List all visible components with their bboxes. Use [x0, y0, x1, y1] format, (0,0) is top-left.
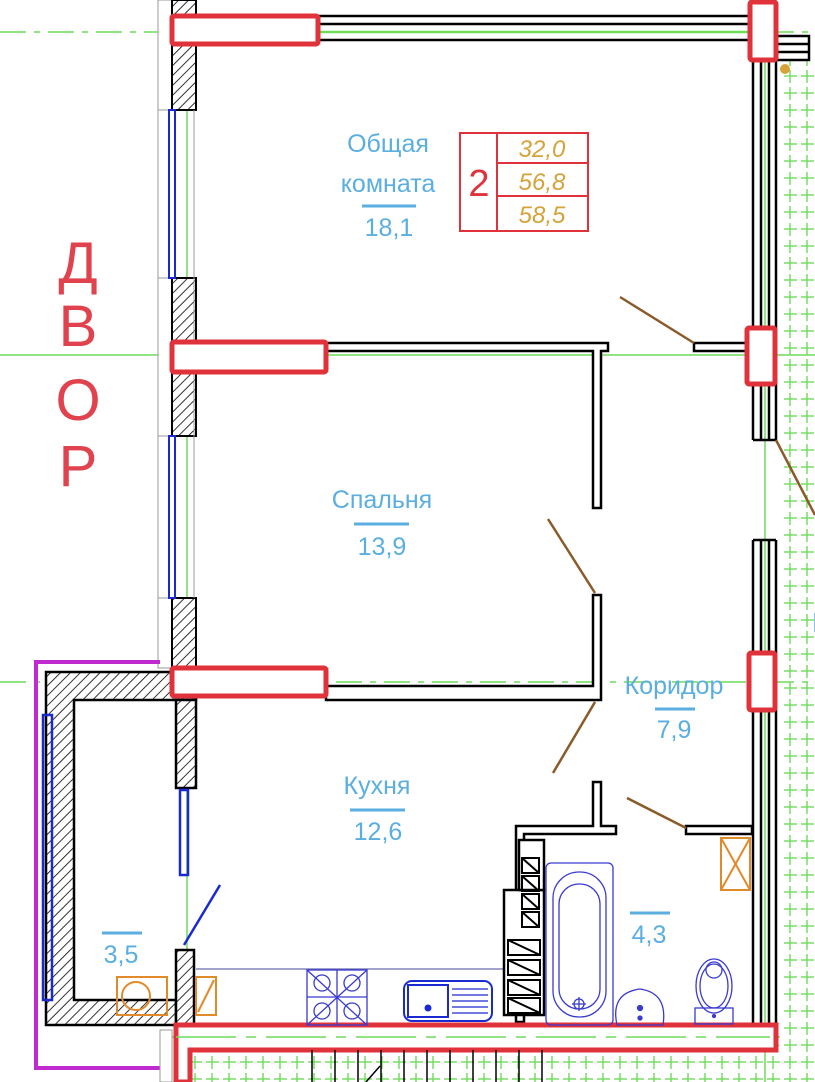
- room-area: 12,6: [354, 818, 403, 846]
- living-area-value: 32,0: [519, 136, 566, 163]
- room-living: Общая комната 18,1: [341, 130, 436, 242]
- door-swings: [546, 295, 695, 830]
- room-bedroom: Спальня 13,9: [332, 486, 432, 561]
- room-name-line2: комната: [341, 170, 436, 198]
- riser-marker: [780, 64, 790, 74]
- balcony-door-swing: [182, 884, 222, 946]
- edge-label: К: [812, 607, 815, 638]
- kitchen-counter: [196, 838, 546, 1026]
- top-wall: [318, 14, 811, 62]
- room-area: 4,3: [632, 921, 667, 949]
- rooms-count: 2: [468, 163, 489, 205]
- interior-walls: [324, 341, 754, 1024]
- room-bathroom: 4,3: [630, 911, 670, 949]
- room-area: 3,5: [104, 941, 139, 969]
- yard-letter-4: Р: [59, 434, 98, 499]
- room-kitchen: Кухня 12,6: [344, 772, 411, 846]
- ventilation-ducts: [507, 857, 541, 1014]
- stove-icon: [306, 969, 368, 1026]
- stair-lines: [311, 1050, 543, 1082]
- room-corridor: Коридор 7,9: [625, 672, 724, 744]
- room-name: Кухня: [344, 772, 411, 800]
- summary-table: [459, 132, 589, 232]
- room-area: 13,9: [358, 533, 407, 561]
- bottom-wall: [159, 1022, 779, 1082]
- room-balcony: 3,5: [102, 931, 142, 969]
- toilet-icon: [695, 958, 733, 1014]
- room-area: 18,1: [365, 214, 414, 242]
- room-name: Коридор: [625, 672, 724, 700]
- total-area-with-balcony-value: 58,5: [519, 202, 566, 229]
- room-name: Спальня: [332, 486, 432, 514]
- total-area-value: 56,8: [519, 169, 566, 196]
- washbasin-icon: [615, 988, 665, 1026]
- entry-door-swing: [774, 439, 815, 516]
- bathroom-fixtures: [545, 862, 734, 1026]
- yard-letter-3: О: [55, 368, 100, 433]
- left-wall: [157, 0, 197, 669]
- room-name-line1: Общая: [347, 130, 429, 158]
- yard-letter-2: В: [59, 294, 98, 359]
- balcony: [34, 660, 222, 1070]
- exterior-grid: [190, 60, 815, 1082]
- window-frames: [169, 0, 779, 713]
- sink-icon: [403, 980, 493, 1022]
- yard-letter-1: Д: [58, 231, 97, 296]
- room-area: 7,9: [657, 716, 692, 744]
- bathtub-icon: [545, 862, 614, 1026]
- balcony-appliances: [116, 976, 217, 1016]
- boiler-icon: [720, 837, 751, 891]
